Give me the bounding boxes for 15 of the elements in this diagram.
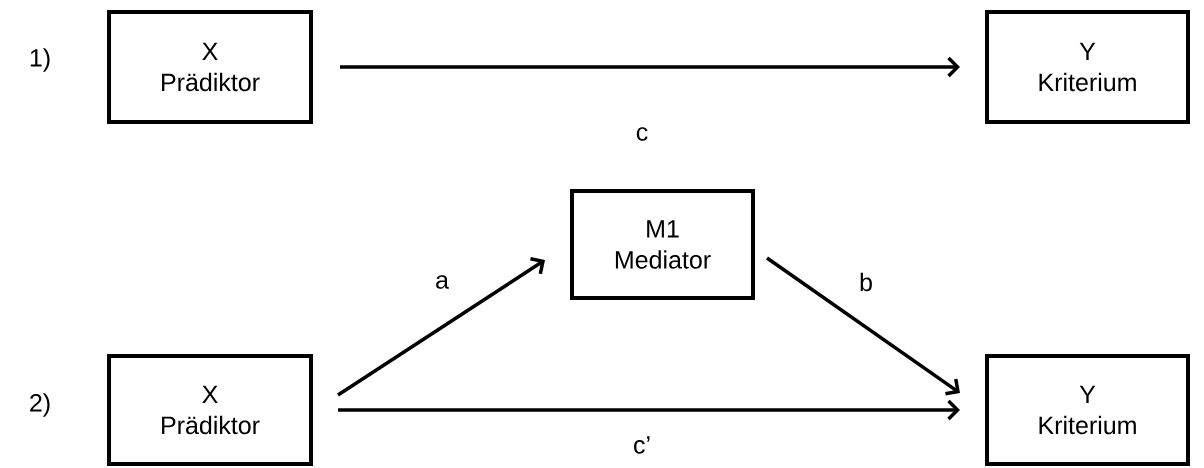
- edge-label: c’: [631, 434, 654, 456]
- panel-number: 2): [30, 393, 50, 417]
- edge-label: a: [433, 273, 451, 291]
- variable-box: M1 Mediator: [570, 189, 755, 300]
- variable-box: X Prädiktor: [107, 10, 313, 124]
- arrow: [340, 56, 960, 78]
- panel-number: 1): [30, 48, 50, 72]
- edge-label: b: [857, 270, 875, 294]
- arrow: [337, 257, 545, 397]
- variable-box: Y Kriterium: [985, 10, 1190, 124]
- edge-label: c: [633, 125, 651, 143]
- arrow: [766, 256, 960, 396]
- variable-box: X Prädiktor: [107, 354, 313, 466]
- variable-box: Y Kriterium: [985, 354, 1190, 466]
- arrow: [338, 399, 960, 421]
